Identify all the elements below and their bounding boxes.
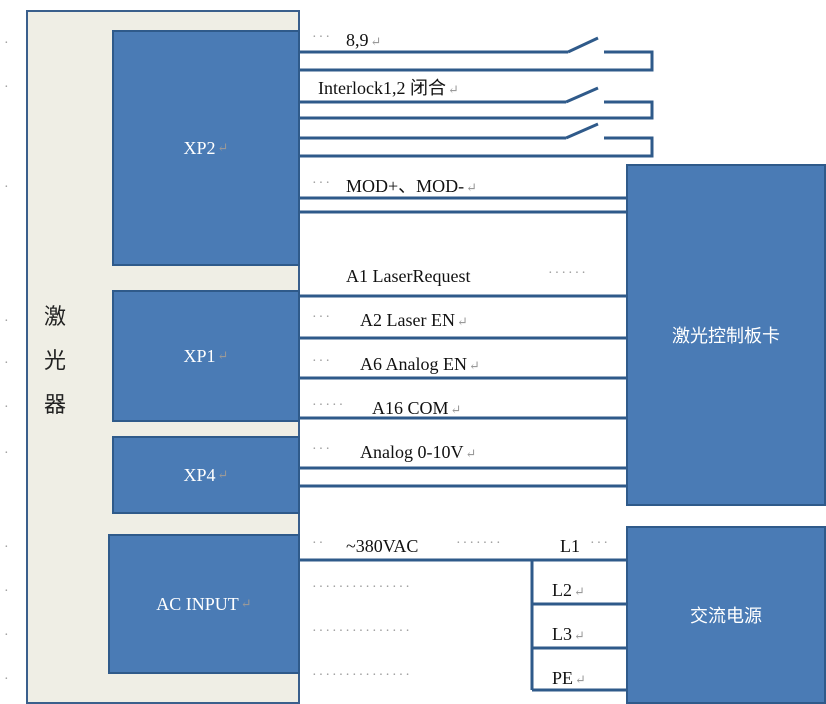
dot-leader: · <box>4 36 11 51</box>
dot-leader: · <box>4 584 11 599</box>
dot-leader: · <box>4 356 11 371</box>
signal-label-8-9: 8,9↵ <box>346 30 382 50</box>
dot-leader: ··· <box>312 354 332 369</box>
dot-leader: ··· <box>590 536 610 551</box>
signal-label-mod: MOD+、MOD-↵ <box>346 176 478 196</box>
ac-input-block: AC INPUT↵ <box>108 534 300 674</box>
dot-leader: ··············· <box>312 668 412 683</box>
wire-interlock-2 <box>300 122 654 158</box>
dot-leader: ··· <box>312 442 332 457</box>
dot-leader: · <box>4 628 11 643</box>
phase-label-l2: L2↵ <box>552 580 585 600</box>
signal-label-a6: A6 Analog EN↵ <box>360 354 480 374</box>
dot-leader: ······· <box>456 536 503 551</box>
dot-leader: ··· <box>312 176 332 191</box>
xp2-label: XP2 <box>183 137 216 158</box>
return-mark-icon: ↵ <box>240 596 252 611</box>
wire-mod <box>300 196 626 214</box>
laser-title-char-1: 激 <box>44 305 67 330</box>
dot-leader: · <box>4 400 11 415</box>
dot-leader: ··············· <box>312 580 412 595</box>
dot-leader: ··············· <box>312 624 412 639</box>
xp2-connector: XP2↵ <box>112 30 300 266</box>
dot-leader: · <box>4 180 11 195</box>
ac-input-label: AC INPUT <box>156 593 239 614</box>
controller-label: 激光控制板卡 <box>672 326 780 346</box>
signal-label-a16: A16 COM↵ <box>372 398 462 418</box>
xp1-label: XP1 <box>183 345 216 366</box>
signal-label-interlock: Interlock1,2 闭合↵ <box>318 78 459 98</box>
dot-leader: ··· <box>312 310 332 325</box>
wire-interlock-1 <box>300 86 654 120</box>
xp4-label: XP4 <box>183 464 216 485</box>
phase-label-l3: L3↵ <box>552 624 585 644</box>
dot-leader: ··· <box>312 30 332 45</box>
dot-leader: ······ <box>548 266 588 281</box>
laser-title: 激 光 器 <box>44 296 104 428</box>
signal-label-analog: Analog 0-10V↵ <box>360 442 477 462</box>
dot-leader: · <box>4 314 11 329</box>
return-mark-icon: ↵ <box>217 140 229 155</box>
laser-controller-board: 激光控制板卡 <box>626 164 826 506</box>
signal-label-380vac: ~380VAC <box>346 536 419 556</box>
dot-leader: ····· <box>312 398 346 413</box>
phase-label-pe: PE↵ <box>552 668 586 688</box>
dot-leader: · <box>4 80 11 95</box>
return-mark-icon: ↵ <box>217 348 229 363</box>
laser-title-char-2: 光 <box>44 349 67 374</box>
phase-label-l1: L1 <box>560 536 580 556</box>
ac-power-label: 交流电源 <box>690 606 762 626</box>
return-mark-icon: ↵ <box>217 467 229 482</box>
wire-analog <box>300 466 626 488</box>
signal-label-a2: A2 Laser EN↵ <box>360 310 468 330</box>
xp4-connector: XP4↵ <box>112 436 300 514</box>
dot-leader: ·· <box>312 536 326 551</box>
dot-leader: · <box>4 672 11 687</box>
signal-label-a1: A1 LaserRequest <box>346 266 471 286</box>
dot-leader: · <box>4 540 11 555</box>
xp1-connector: XP1↵ <box>112 290 300 422</box>
laser-title-char-3: 器 <box>44 393 67 418</box>
dot-leader: · <box>4 446 11 461</box>
ac-power-supply: 交流电源 <box>626 526 826 704</box>
wire-8-9 <box>300 36 654 72</box>
